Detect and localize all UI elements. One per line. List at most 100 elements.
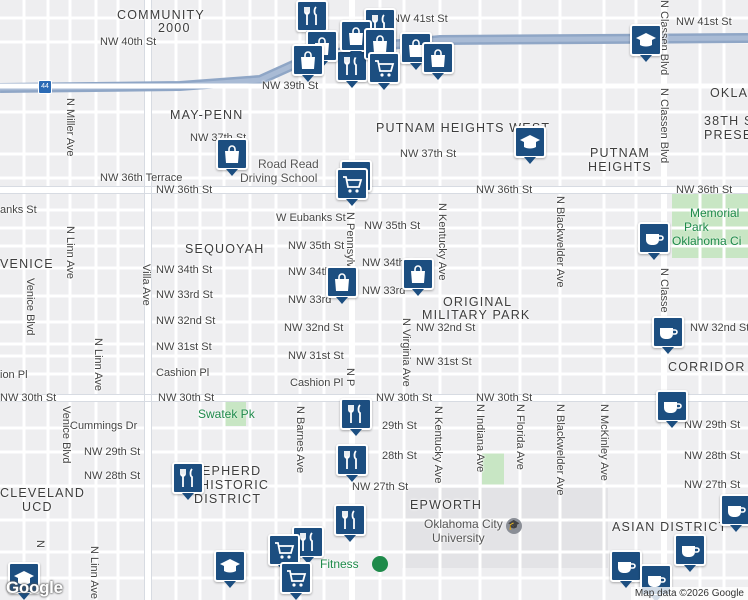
restaurant-pin-icon[interactable] [334,504,366,542]
street-label: NW 27th St [352,481,409,493]
street-label: NW 36th Terrace [100,172,183,184]
street-label-vertical: N Barnes Ave [294,406,306,474]
street-label: NW 29th St [684,419,741,431]
street-label: Cashion Pl [290,377,344,389]
street-label: NW 32nd St [416,322,476,334]
street-label: NW 32nd St [156,315,216,327]
street-label: NW 34th [288,266,331,278]
place-label-okcu[interactable]: Oklahoma City [424,517,503,531]
street-label-vertical: N Classe [658,268,670,313]
street-label: Cashion Pl [156,367,210,379]
interstate-44-shield: 44 [38,80,52,94]
street-label: NW 40th St [100,36,157,48]
street-label-vertical: Venice Blvd [60,406,72,464]
street-label-vertical: N Blackwelder Ave [554,196,566,288]
shopping-bag-pin-icon[interactable] [402,258,434,296]
fitness-marker-icon[interactable] [372,556,388,572]
cafe-pin-icon[interactable] [656,390,688,428]
street-label: NW 30th St [0,392,57,404]
street-label: NW 41st St [676,16,732,28]
street-label: NW 29th St [84,446,141,458]
shopping-cart-pin-icon[interactable] [280,562,312,600]
school-pin-icon[interactable] [630,24,662,62]
street-label: NW 28th St [684,450,741,462]
street-label-vertical: N Linn Ave [92,338,104,392]
park-label-memorial[interactable]: Memorial [690,206,740,220]
street-label-vertical: N Classen Blvd [658,0,670,76]
shopping-bag-pin-icon[interactable] [422,42,454,80]
place-label-fitness[interactable]: Fitness [320,557,359,571]
cafe-pin-icon[interactable] [652,316,684,354]
park-label-memorial-line3[interactable]: Oklahoma Ci [672,234,742,248]
street-label-vertical: N Blackwelder Ave [554,404,566,496]
place-label-road-ready[interactable]: Road Read [258,157,319,171]
street-label-vertical: N McKinley Ave [598,404,610,481]
street-label: NW 33rd [288,294,332,306]
street-label: NW 34th St [156,264,213,276]
shopping-bag-pin-icon[interactable] [326,266,358,304]
park-label-memorial-line2[interactable]: Park [684,220,709,234]
street-label: NW 30th St [476,392,533,404]
school-pin-icon[interactable] [214,550,246,588]
street-label: NW 39th St [262,80,319,92]
restaurant-pin-icon[interactable] [340,398,372,436]
street-label-vertical: Villa Ave [140,264,152,306]
street-label: NW 28th St [84,470,141,482]
shopping-cart-pin-icon[interactable] [368,52,400,90]
street-label-vertical: N Florida Ave [514,404,526,470]
school-pin-icon[interactable] [514,126,546,164]
neighborhood-38th-st-line2: PRESERV [704,128,748,142]
neighborhood-38th-st: 38TH S [704,114,748,128]
neighborhood-okla: OKLA [710,86,748,100]
neighborhood-sequoyah: SEQUOYAH [185,242,265,256]
cafe-pin-icon[interactable] [610,550,642,588]
street-label: NW 36th St [156,184,213,196]
cafe-pin-icon[interactable] [674,534,706,572]
neighborhood-putnam-heights: PUTNAM [590,146,650,160]
google-logo: Google [6,578,63,597]
street-label: NW 37th St [400,148,457,160]
street-label-vertical: Venice Blvd [24,278,36,336]
street-label: anks St [0,204,37,216]
neighborhood-community-2000-line2: 2000 [158,21,191,35]
street-label-vertical: N Pennsylv [344,212,356,268]
shopping-bag-pin-icon[interactable] [292,44,324,82]
neighborhood-cleveland: CLEVELAND [0,486,86,500]
restaurant-pin-icon[interactable] [336,50,368,88]
street-label-vertical: N P [344,368,356,387]
place-label-road-ready-line2[interactable]: Driving School [240,171,318,185]
street-label-vertical: N Linn Ave [64,226,76,280]
street-label: 28th St [382,450,417,462]
neighborhood-community-2000: COMMUNITY [117,8,205,22]
university-marker-icon[interactable]: 🎓 [506,518,522,534]
street-label-vertical: N [34,540,46,548]
street-label: 29th St [382,420,417,432]
cafe-pin-icon[interactable] [720,494,748,532]
neighborhood-shepherd: EPHERD [202,464,262,478]
restaurant-pin-icon[interactable] [296,0,328,38]
neighborhood-shepherd-line2: HISTORIC [200,478,270,492]
neighborhood-asian-district: ASIAN DISTRICT [612,520,728,534]
street-label-vertical: N Linn Ave [88,546,100,600]
street-label: NW 32nd St [284,322,344,334]
restaurant-pin-icon[interactable] [172,462,204,500]
street-label: NW 31st St [416,356,472,368]
cafe-pin-icon[interactable] [638,222,670,260]
street-label-vertical: N Miller Ave [64,98,76,157]
restaurant-pin-icon[interactable] [336,444,368,482]
street-label: NW 35th St [364,220,421,232]
neighborhood-venice: VENICE [0,257,54,271]
shopping-bag-pin-icon[interactable] [216,138,248,176]
park-label-swatek[interactable]: Swatek Pk [198,407,255,421]
school-pin-icon[interactable] [8,562,40,600]
street-label: NW 33rd St [156,289,213,301]
map-attribution[interactable]: Map data ©2026 Google [630,587,748,600]
street-label: NW 27th St [684,479,741,491]
street-label: NW 30th St [376,392,433,404]
neighborhood-original-military-park: ORIGINAL [443,295,513,309]
place-label-okcu-line2[interactable]: University [432,531,485,545]
neighborhood-shepherd-line3: DISTRICT [194,492,262,506]
street-label-vertical: N Indiana Ave [474,404,486,473]
shopping-cart-pin-icon[interactable] [336,168,368,206]
